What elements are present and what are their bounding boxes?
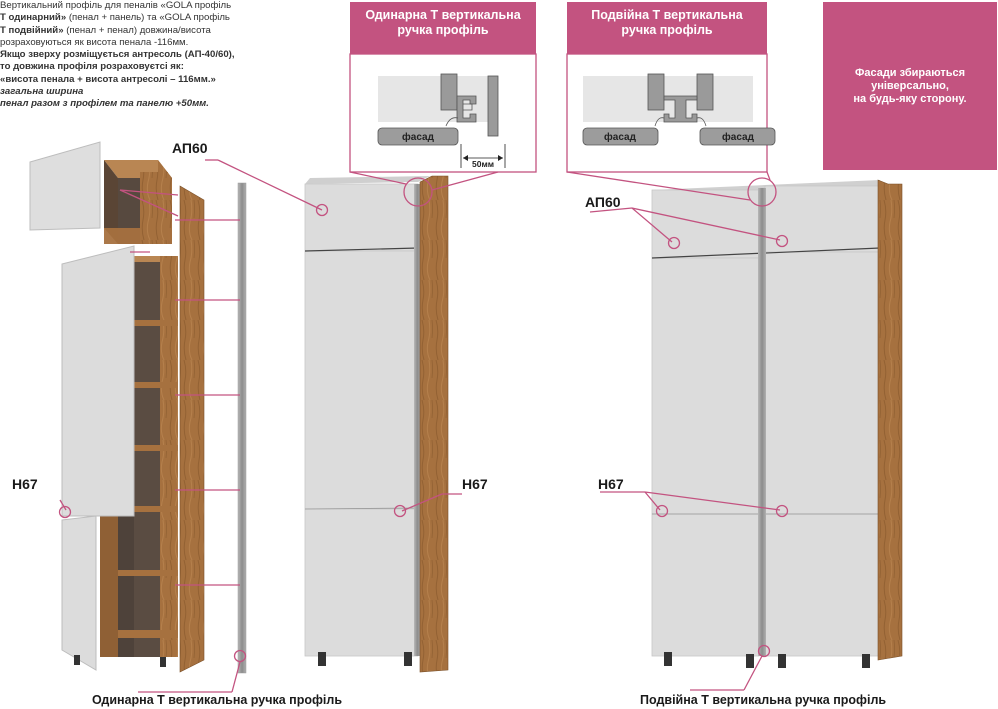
description-fragment: «висота пенала + висота антресолі – 116м…	[0, 73, 216, 85]
note-line2: універсально,	[871, 79, 949, 92]
note-line1: Фасади збираються	[854, 66, 966, 79]
description-line: Т подвійний» (пенал + пенал) довжина/вис…	[0, 25, 290, 37]
header-double-profile: Подвійна Т вертикальна ручка профіль	[567, 2, 767, 54]
description-fragment: Т одинарний»	[0, 12, 67, 24]
caption-double: Подвійна Т вертикальна ручка профіль	[640, 693, 887, 707]
description-fragment: пенал разом з профілем та панелю +50мм.	[0, 98, 209, 110]
callout-ap60-right: АП60	[585, 194, 621, 210]
single-profile-strip	[237, 182, 247, 674]
description-line: «висота пенала + висота антресолі – 116м…	[0, 74, 290, 86]
description-line: розраховуються як висота пенала -116мм.	[0, 37, 290, 49]
exploded-cabinet	[29, 141, 247, 674]
facade-panel-left	[582, 127, 659, 146]
header-single-profile: Одинарна Т вертикальна ручка профіль	[350, 2, 536, 54]
dimension-50mm: 50мм	[460, 144, 506, 169]
facade-label-left: фасад	[604, 131, 637, 143]
facade-panel-right	[699, 127, 776, 146]
header-single-line2: ручка профіль	[397, 23, 489, 37]
description-text: Вертикальний профіль для пеналів «GOLA п…	[0, 0, 290, 111]
description-line: Вертикальний профіль для пеналів «GOLA п…	[0, 0, 290, 12]
callout-h67-middle: Н67	[462, 476, 488, 492]
facade-panel-single	[377, 127, 459, 146]
description-line: то довжина профіля розраховуєтсі як:	[0, 61, 290, 73]
single-profile-section	[440, 73, 499, 137]
description-fragment: то довжина профіля розраховуєтсі як:	[0, 61, 184, 73]
callout-h67-right: Н67	[598, 476, 624, 492]
header-double-line1: Подвійна Т вертикальна	[591, 8, 743, 22]
description-fragment: загальна ширина	[0, 86, 84, 98]
double-cabinet	[651, 179, 903, 668]
header-double-line2: ручка профіль	[621, 23, 713, 37]
note-box: Фасади збираються універсально, на будь-…	[823, 2, 997, 170]
detail-double-box: фасад фасад	[566, 53, 776, 173]
facade-label-right: фасад	[722, 131, 755, 143]
description-fragment: Т подвійний»	[0, 24, 64, 36]
callout-h67-left: Н67	[12, 476, 38, 492]
single-cabinet	[304, 175, 449, 673]
description-line: загальна ширина	[0, 86, 290, 98]
description-line: пенал разом з профілем та панелю +50мм.	[0, 98, 290, 110]
facade-label-single: фасад	[402, 131, 435, 143]
description-fragment: (пенал + панель) та «GOLA профіль	[66, 12, 230, 24]
detail-single-box: фасад 50мм	[349, 53, 537, 173]
caption-single: Одинарна Т вертикальна ручка профіль	[92, 693, 343, 707]
description-fragment: Якщо зверху розміщується антресоль (АП-4…	[0, 49, 235, 61]
description-fragment: розраховуються як висота пенала -116мм.	[0, 36, 189, 48]
double-profile-section	[647, 73, 714, 127]
description-line: Якщо зверху розміщується антресоль (АП-4…	[0, 49, 290, 61]
header-single-line1: Одинарна Т вертикальна	[365, 8, 521, 22]
dimension-label: 50мм	[472, 159, 494, 169]
description-fragment: (пенал + пенал) довжина/висота	[63, 24, 211, 36]
description-fragment: Вертикальний профіль для пеналів «GOLA п…	[0, 0, 232, 11]
description-line: Т одинарний» (пенал + панель) та «GOLA п…	[0, 12, 290, 24]
callout-ap60-left: АП60	[172, 140, 208, 156]
note-line3: на будь-яку сторону.	[853, 92, 967, 105]
callout-lines	[138, 159, 789, 693]
